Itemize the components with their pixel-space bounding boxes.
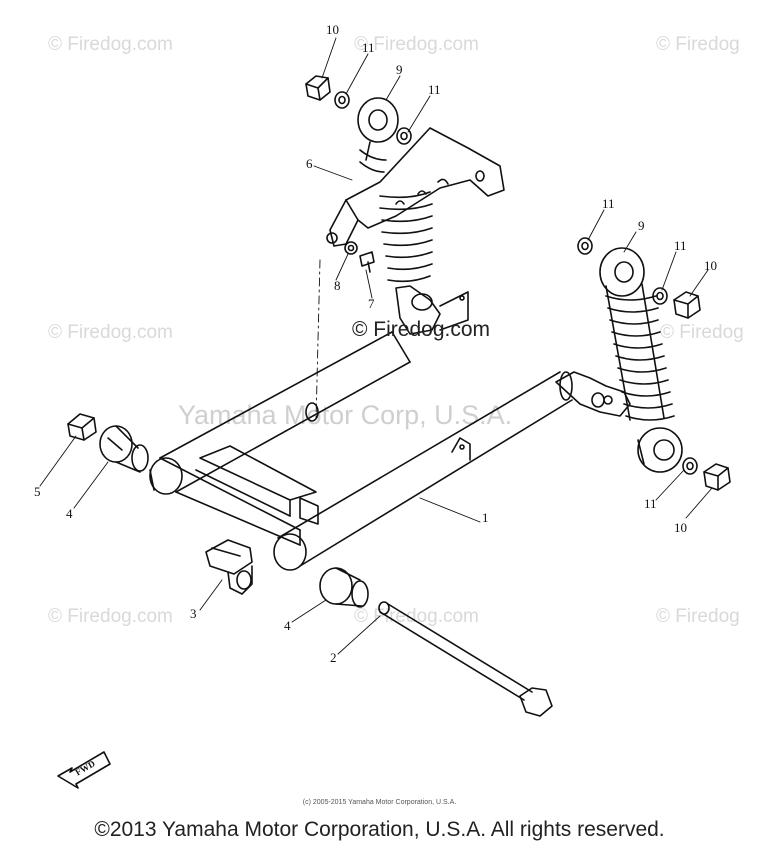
shock-cover-bracket — [326, 127, 505, 247]
watermark: © Firedog.com — [354, 34, 479, 55]
callout-11: 11 — [644, 496, 657, 511]
watermark: © Firedog — [656, 606, 740, 627]
nut-10-right-bottom — [703, 463, 731, 491]
callout-10: 10 — [704, 258, 717, 273]
main-copyright: ©2013 Yamaha Motor Corporation, U.S.A. A… — [94, 818, 665, 841]
watermark-yamaha: Yamaha Motor Corp, U.S.A. — [178, 400, 513, 430]
bushing-4-lower — [319, 567, 369, 608]
small-copyright: (c) 2005-2015 Yamaha Motor Corporation, … — [302, 799, 457, 806]
watermark: © Firedog — [656, 34, 740, 55]
callout-11: 11 — [602, 196, 615, 211]
exploded-parts-diagram: 10 11 9 11 6 8 7 11 9 11 10 11 10 1 5 4 … — [34, 22, 731, 789]
callout-numbers: 10 11 9 11 6 8 7 11 9 11 10 11 10 1 5 4 … — [34, 22, 717, 777]
nut-10-top — [305, 75, 331, 101]
watermark: © Firedog — [660, 322, 744, 343]
callout-2: 2 — [330, 650, 337, 665]
pivot-shaft-2 — [378, 601, 553, 717]
washer-11-right-mid — [652, 287, 668, 305]
fwd-arrow — [57, 751, 111, 789]
callout-7: 7 — [368, 296, 375, 311]
nut-10-right — [673, 291, 701, 319]
washer-11-top-right — [396, 127, 412, 145]
washer-11-top — [334, 91, 350, 109]
chain-guide-3 — [205, 539, 253, 595]
shock-absorber-left — [357, 97, 469, 335]
callout-9: 9 — [396, 62, 403, 77]
washer-11-right-top — [577, 237, 593, 255]
watermark: © Firedog.com — [48, 606, 173, 627]
center-watermark: © Firedog.com — [352, 318, 491, 341]
watermark: © Firedog.com — [354, 606, 479, 627]
callout-6: 6 — [306, 156, 313, 171]
nut-5 — [67, 413, 97, 441]
callout-10: 10 — [326, 22, 339, 37]
callout-1: 1 — [482, 510, 489, 525]
callout-4: 4 — [66, 506, 73, 521]
callout-4: 4 — [284, 618, 291, 633]
watermark: © Firedog.com — [48, 322, 173, 343]
washer-11-right-bottom — [682, 457, 698, 475]
washer-8 — [344, 241, 358, 255]
swing-arm — [149, 331, 631, 571]
callout-10: 10 — [674, 520, 687, 535]
callout-3: 3 — [190, 606, 197, 621]
shock-absorber-right — [599, 247, 683, 473]
callout-5: 5 — [34, 484, 41, 499]
callout-8: 8 — [334, 278, 341, 293]
leader-lines — [39, 37, 713, 655]
axle-nut — [591, 392, 605, 408]
callout-11: 11 — [674, 238, 687, 253]
watermark: © Firedog.com — [48, 34, 173, 55]
callout-11: 11 — [428, 82, 441, 97]
callout-9: 9 — [638, 218, 645, 233]
bushing-4-upper — [99, 425, 149, 473]
screw-7 — [359, 251, 375, 273]
callout-11: 11 — [362, 40, 375, 55]
